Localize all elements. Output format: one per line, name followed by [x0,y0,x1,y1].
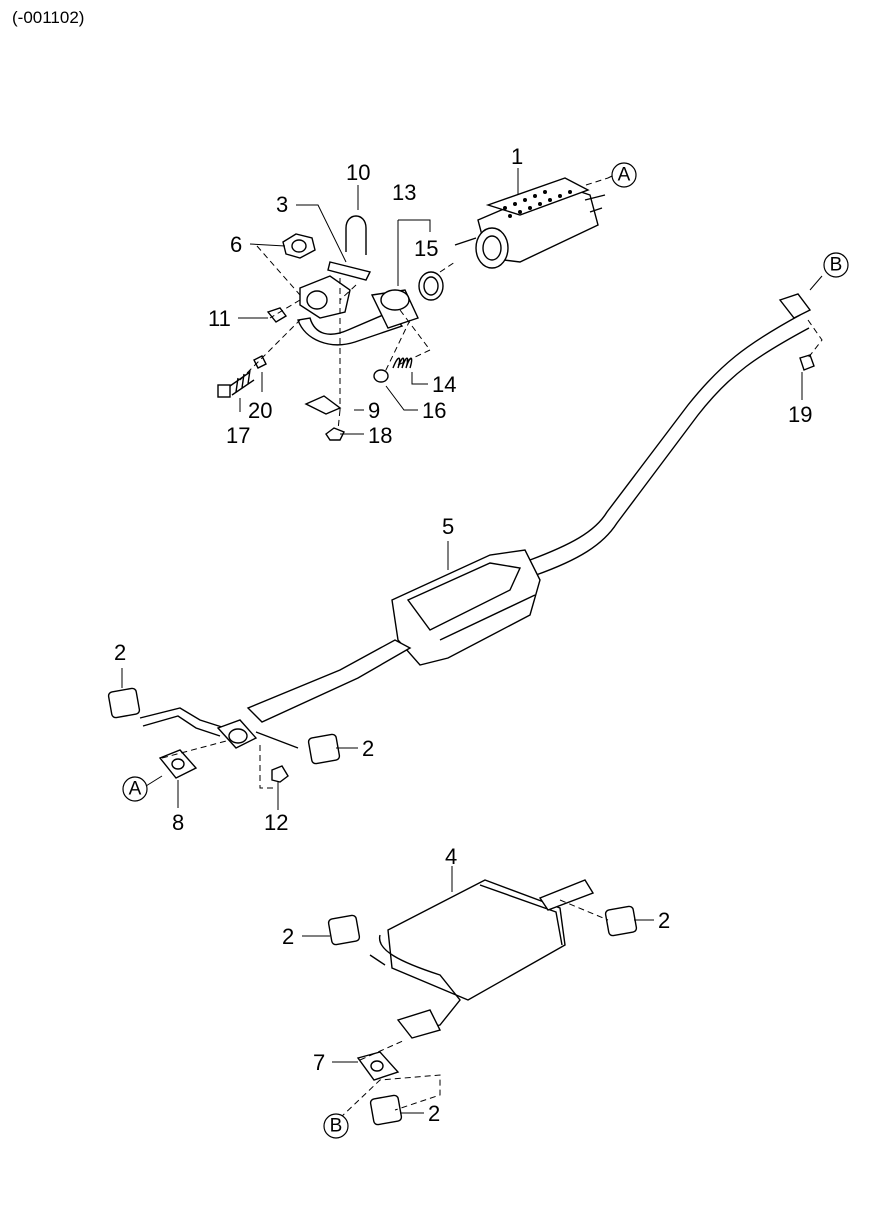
svg-text:A: A [618,165,631,186]
callout-12: 12 [264,810,288,835]
gasket-7 [356,1051,400,1081]
catalog-range-code: (-001102) [12,8,85,27]
callout-7: 7 [313,1050,325,1075]
callout-1: 1 [511,144,523,169]
callout-5: 5 [442,514,454,539]
center-pipe [529,293,815,576]
callout-17: 17 [226,423,250,448]
callout-19: 19 [788,402,812,427]
callout-11: 11 [208,306,231,331]
callout-20: 20 [248,398,272,423]
callout-3: 3 [276,192,288,217]
callout-18: 18 [368,423,392,448]
gasket-8 [158,749,198,779]
ref-marker-b-bottom: B [323,1113,349,1139]
u-bolt [345,215,367,255]
fastener-nut-11 [266,307,288,323]
upper-gasket [282,233,316,259]
svg-text:B: B [830,255,843,276]
hanger-rubber [107,687,638,1126]
callout-2: 2 [114,640,126,665]
catalytic-converter [454,177,606,269]
callout-8: 8 [172,810,184,835]
nut-12 [271,765,289,783]
ring-gasket [418,271,444,301]
callout-2: 2 [362,736,374,761]
nut-18 [325,427,345,441]
callout-2: 2 [282,924,294,949]
callout-4: 4 [445,844,457,869]
callout-6: 6 [230,232,242,257]
svg-text:A: A [129,779,142,800]
callout-9: 9 [368,398,380,423]
main-muffler [369,879,595,1039]
callout-10: 10 [346,160,370,185]
clip-9 [304,395,342,415]
callout-2: 2 [658,908,670,933]
callout-16: 16 [422,398,446,423]
callout-14: 14 [432,372,456,397]
callout-15: 15 [414,236,438,261]
assembly-lines [161,177,823,1119]
bolt-17 [217,369,255,398]
ref-marker-a-top: A [611,162,637,188]
svg-text:B: B [330,1116,343,1137]
callout-13: 13 [392,180,416,205]
washer-20 [253,355,267,369]
front-pipe-lower [139,639,412,749]
ref-marker-a-bottom: A [122,776,148,802]
callout-2: 2 [428,1101,440,1126]
leader-lines [121,168,823,1114]
fastener-nut-16 [373,369,389,383]
bracket [327,261,372,281]
ref-marker-b-top: B [823,252,849,278]
resonator-muffler [391,549,541,666]
